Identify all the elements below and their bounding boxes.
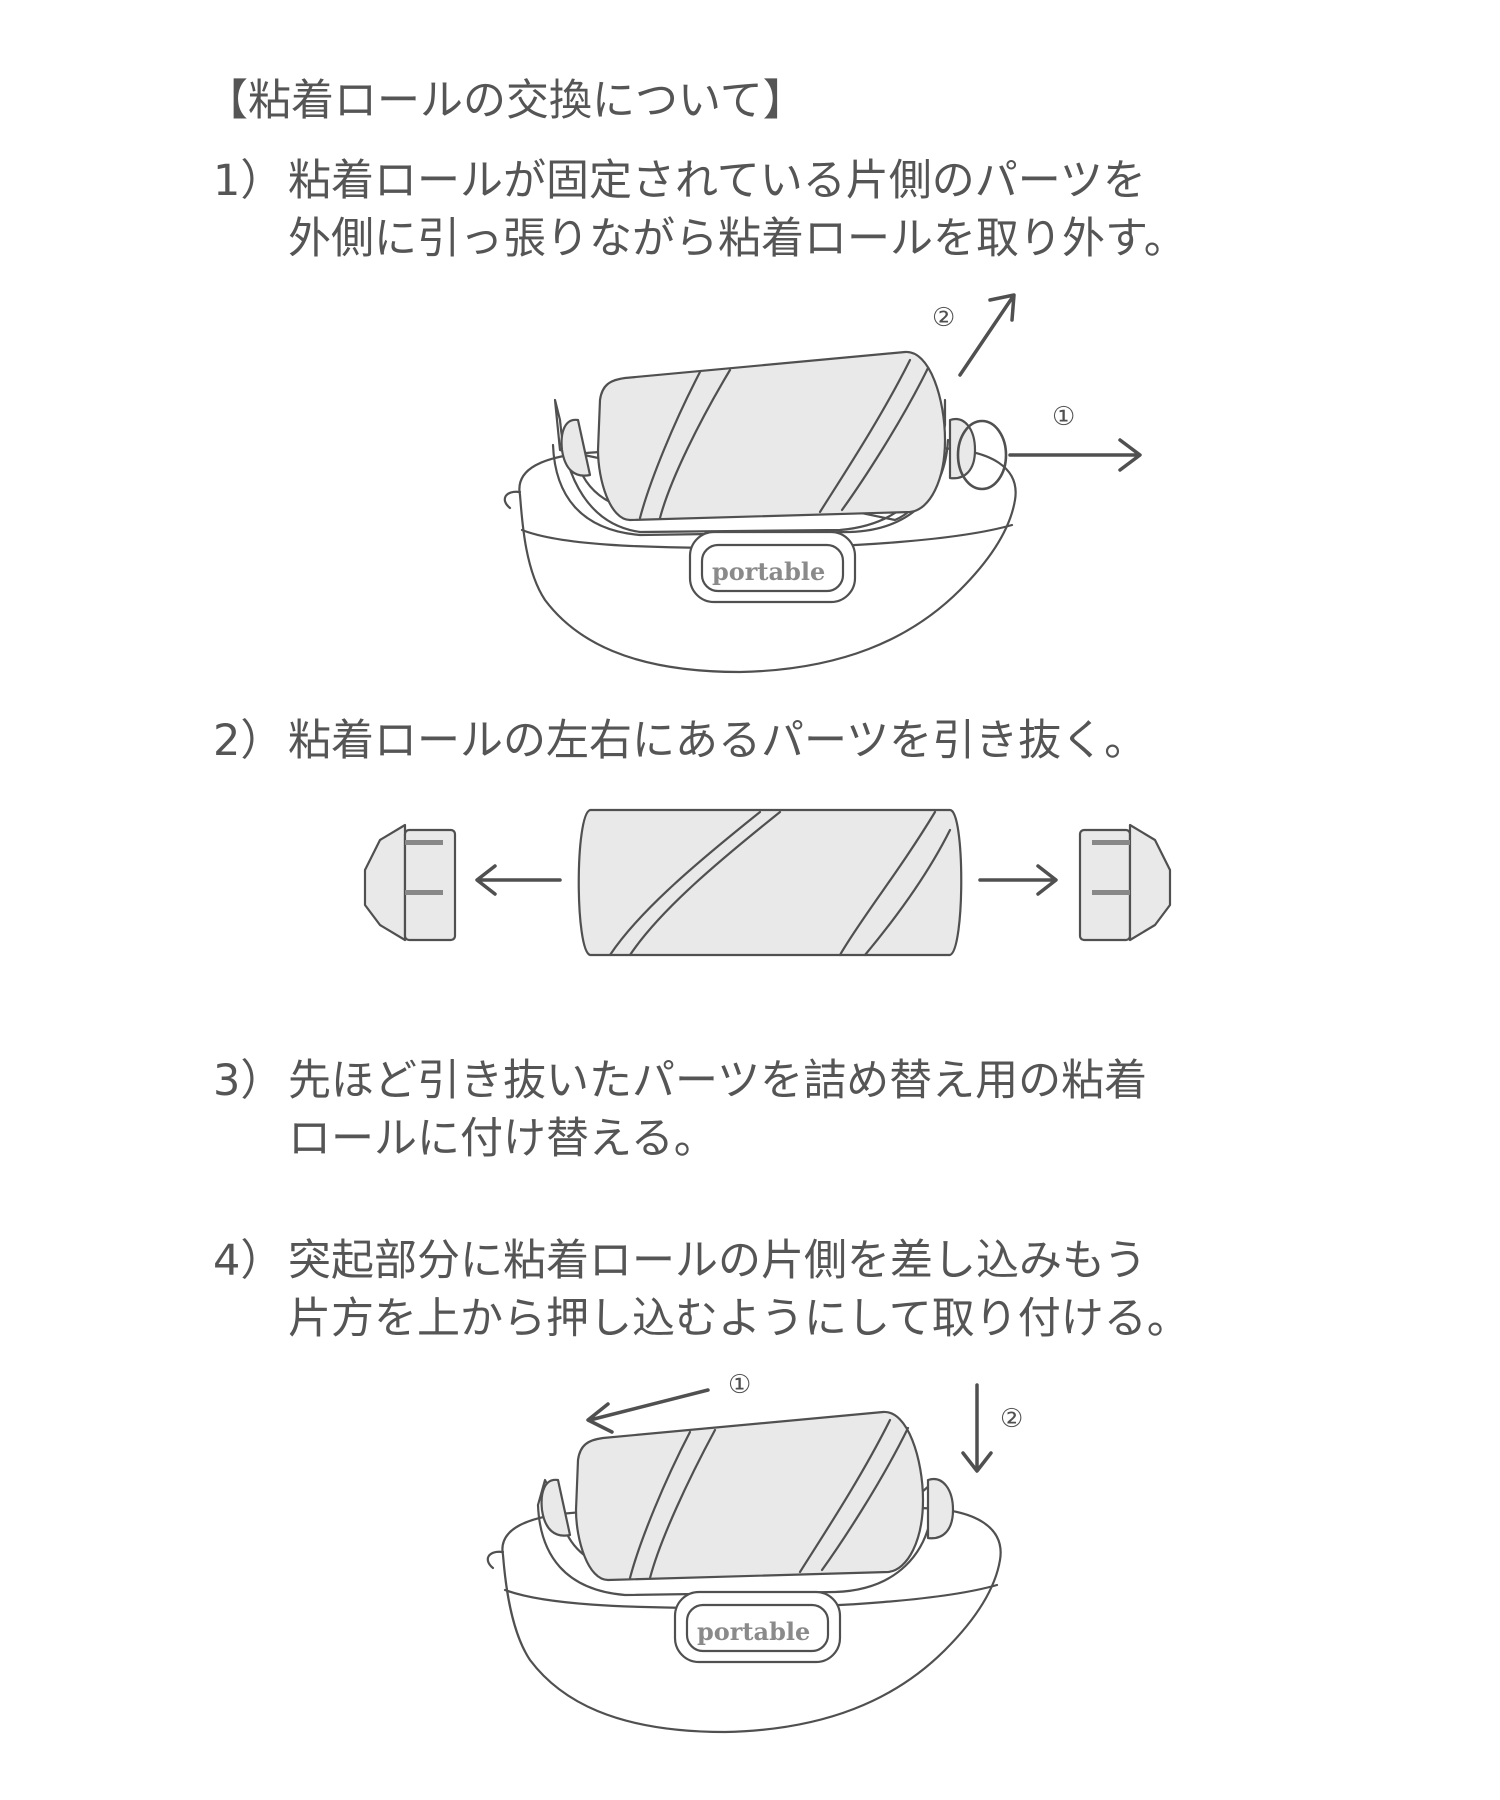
arrow-left (475, 864, 562, 896)
step-1-number: 1） (213, 156, 284, 206)
step-3-line-1: 先ほど引き抜いたパーツを詰め替え用の粘着 (288, 1056, 1148, 1106)
label-circle-2-b: ② (1000, 1404, 1023, 1434)
brand-logo-2: portable (697, 1617, 810, 1646)
step-4-line-1: 突起部分に粘着ロールの片側を差し込みもう (288, 1236, 1147, 1286)
arrow-right-2 (978, 864, 1058, 896)
step-3-number: 3） (213, 1056, 284, 1106)
right-end-part (1128, 823, 1172, 942)
page-heading: 【粘着ロールの交換について】 (205, 76, 806, 126)
label-circle-1-b: ① (728, 1370, 751, 1400)
brand-logo: portable (712, 557, 825, 586)
step-4-number: 4） (213, 1236, 284, 1286)
left-end-part (363, 823, 407, 942)
label-circle-1: ① (1052, 402, 1075, 432)
arrow-right (1008, 438, 1142, 472)
arrow-up-right (958, 293, 1016, 377)
step-1-line-2: 外側に引っ張りながら粘着ロールを取り外す。 (288, 214, 1187, 264)
arrow-left-2 (586, 1388, 710, 1434)
step-2-number: 2） (213, 716, 284, 766)
label-circle-2: ② (932, 303, 955, 333)
step-2-line-1: 粘着ロールの左右にあるパーツを引き抜く。 (288, 716, 1148, 766)
adhesive-roll (596, 350, 947, 522)
step-3-line-2: ロールに付け替える。 (288, 1114, 717, 1164)
adhesive-roll-detached (577, 808, 963, 957)
step-1-line-1: 粘着ロールが固定されている片側のパーツを (288, 156, 1146, 206)
step-4-line-2: 片方を上から押し込むようにして取り付ける。 (288, 1294, 1190, 1344)
arrow-down (961, 1383, 993, 1473)
